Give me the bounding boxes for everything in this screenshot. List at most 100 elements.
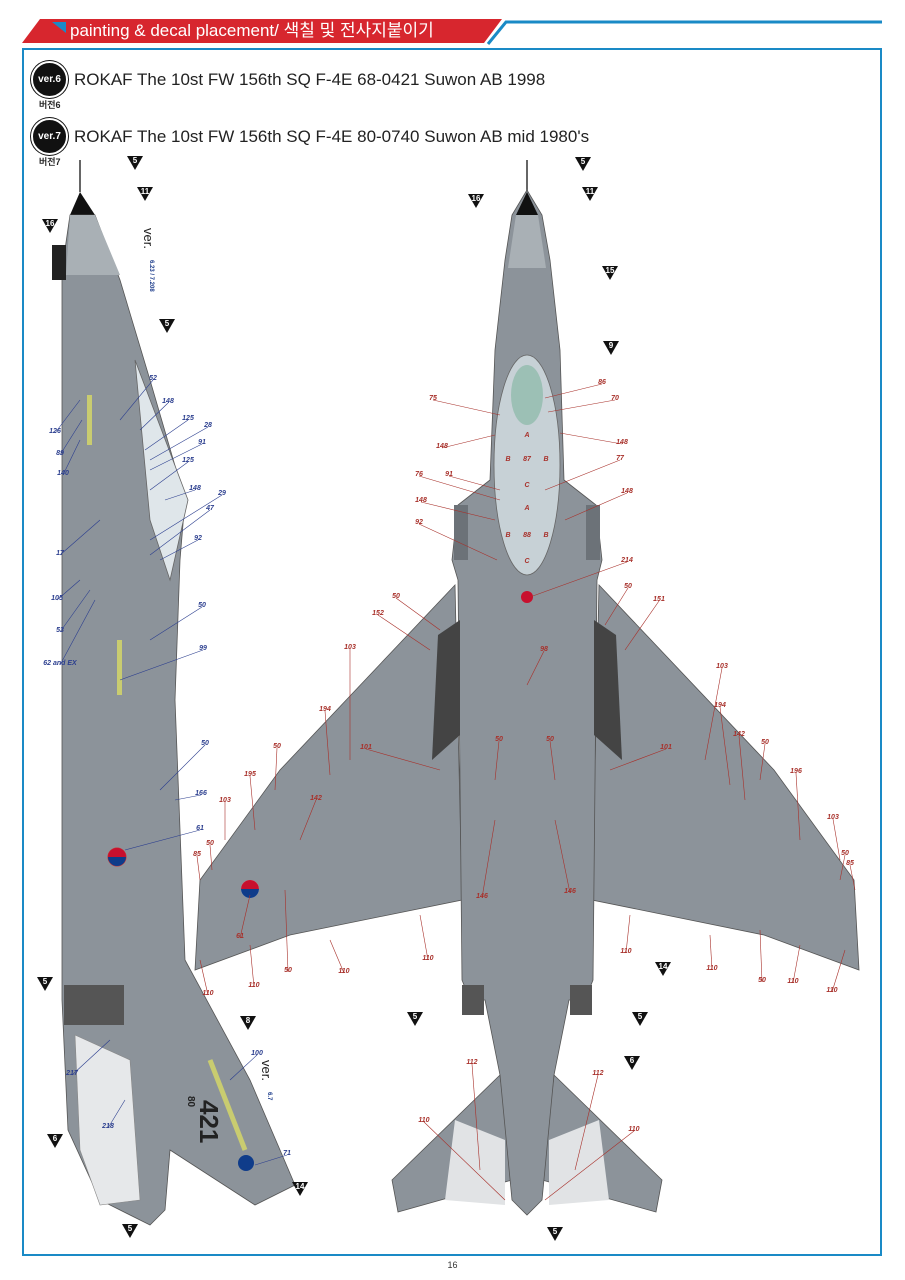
side-decal-callout: 218 <box>101 1099 126 1130</box>
canopy-mark: B <box>505 532 510 539</box>
leader-line <box>832 818 841 861</box>
leader-line <box>119 649 204 681</box>
leader-line <box>418 523 498 561</box>
decal-number: 101 <box>660 744 672 751</box>
leader-line <box>526 650 545 686</box>
paint-triangle-icon <box>42 219 58 233</box>
paint-triangle-icon <box>624 1056 640 1070</box>
top-paint-marker: 5 <box>575 157 591 171</box>
side-decal-callout: 50 <box>149 602 206 641</box>
decal-number: 85 <box>846 860 854 867</box>
version-badge-korean: 버전6 <box>39 100 61 110</box>
decal-number: 92 <box>194 535 202 542</box>
leader-line <box>54 399 81 434</box>
top-decal-callout: 151 <box>624 596 665 651</box>
decal-number: 50 <box>201 740 209 747</box>
paint-triangle-icon <box>582 187 598 201</box>
leader-line <box>59 419 83 456</box>
decal-number: 99 <box>199 645 207 652</box>
top-decal-callout: 101 <box>360 744 441 771</box>
leader-line <box>609 748 667 771</box>
decal-number: 70 <box>611 395 619 402</box>
side-decal-callout: 50 <box>159 740 209 791</box>
top-decal-callout: 50 <box>758 929 766 984</box>
decal-number: 194 <box>714 702 726 709</box>
decal-number: 50 <box>546 736 554 743</box>
side-decal-callout: 47 <box>149 505 215 556</box>
canopy-mark: C <box>524 482 530 489</box>
paint-triangle-icon <box>127 156 143 170</box>
leader-line <box>795 772 801 841</box>
leader-line <box>149 443 203 471</box>
top-decal-callout: 85 <box>846 860 856 891</box>
paint-code: 5 <box>43 977 48 986</box>
version-description: ROKAF The 10st FW 156th SQ F-4E 80-0740 … <box>74 126 590 146</box>
leader-line <box>299 799 317 841</box>
page-number: 16 <box>447 1260 458 1270</box>
leader-line <box>149 509 211 556</box>
decal-number: 194 <box>319 706 331 713</box>
leader-line <box>149 494 223 541</box>
decal-number: 61 <box>196 825 204 832</box>
paint-triangle-icon <box>407 1012 423 1026</box>
leader-line <box>59 519 101 556</box>
leader-line <box>139 402 169 431</box>
top-decal-callout: 92 <box>415 519 498 561</box>
decal-number: 103 <box>716 663 728 670</box>
side-decal-callout: 62 and EX <box>43 599 96 667</box>
side-decal-callout: 166 <box>174 790 207 801</box>
decal-number: 146 <box>476 893 488 900</box>
side-view-aircraft: 421 80 ver. 6.23 / 7.208 ver. 6.7 <box>52 160 296 1226</box>
top-decal-callout: 142 <box>299 795 322 841</box>
leader-line <box>159 539 199 561</box>
paint-triangle-icon <box>240 1016 256 1030</box>
side-decal-callout: 100 <box>229 1050 263 1081</box>
top-decal-callout: 110 <box>419 914 434 962</box>
top-decal-callout: 110 <box>787 944 801 985</box>
paint-triangle-icon <box>37 977 53 991</box>
top-decal-callout: 91 <box>445 471 501 491</box>
top-decal-callout: 146 <box>554 819 576 895</box>
decal-number: 50 <box>841 850 849 857</box>
leader-line <box>56 579 81 601</box>
leader-line <box>159 744 206 791</box>
version-6-row: ver.6 버전6 ROKAF The 10st FW 156th SQ F-4… <box>31 61 545 110</box>
top-decal-callout: 50 <box>546 736 556 781</box>
paint-code: 5 <box>581 157 586 166</box>
paint-code: 5 <box>553 1227 558 1236</box>
top-paint-marker: 14 <box>655 962 671 976</box>
version-tag-prefix: ver. <box>259 1060 274 1081</box>
decal-number: 140 <box>57 470 69 477</box>
paint-triangle-icon <box>547 1227 563 1241</box>
decal-number: 126 <box>49 428 61 435</box>
leader-line <box>420 501 496 521</box>
version-tag-values: 6.23 / 7.208 <box>148 260 154 292</box>
top-decal-callout: 50 <box>284 889 292 974</box>
leader-line <box>759 743 766 781</box>
side-decal-callout: 148 <box>164 485 201 501</box>
decal-number: 92 <box>415 519 423 526</box>
top-decal-callout: 148 <box>436 434 496 450</box>
leader-line <box>624 600 660 651</box>
decal-number: 75 <box>429 395 437 402</box>
decal-number: 142 <box>733 731 745 738</box>
top-paint-marker: 16 <box>468 194 484 208</box>
decal-number: 50 <box>392 593 400 600</box>
top-decal-callout: 61 <box>236 894 251 940</box>
top-decal-callout: 110 <box>199 959 214 997</box>
side-decal-callout: 126 <box>49 399 81 435</box>
decal-number: 110 <box>620 948 631 955</box>
leader-line <box>274 747 278 791</box>
decal-number: 148 <box>189 485 201 492</box>
leader-line <box>249 944 255 988</box>
leader-line <box>547 399 616 413</box>
top-decal-callout: 148 <box>559 432 628 446</box>
top-decal-callout: 50 <box>839 850 849 881</box>
top-decal-callout: 50 <box>604 583 632 626</box>
paint-code: 5 <box>165 319 170 328</box>
top-paint-marker: 5 <box>547 1227 563 1241</box>
decal-number: 52 <box>149 375 157 382</box>
leader-line <box>71 1039 111 1076</box>
decal-number: 148 <box>621 488 633 495</box>
top-decal-callout: 86 <box>544 379 606 399</box>
